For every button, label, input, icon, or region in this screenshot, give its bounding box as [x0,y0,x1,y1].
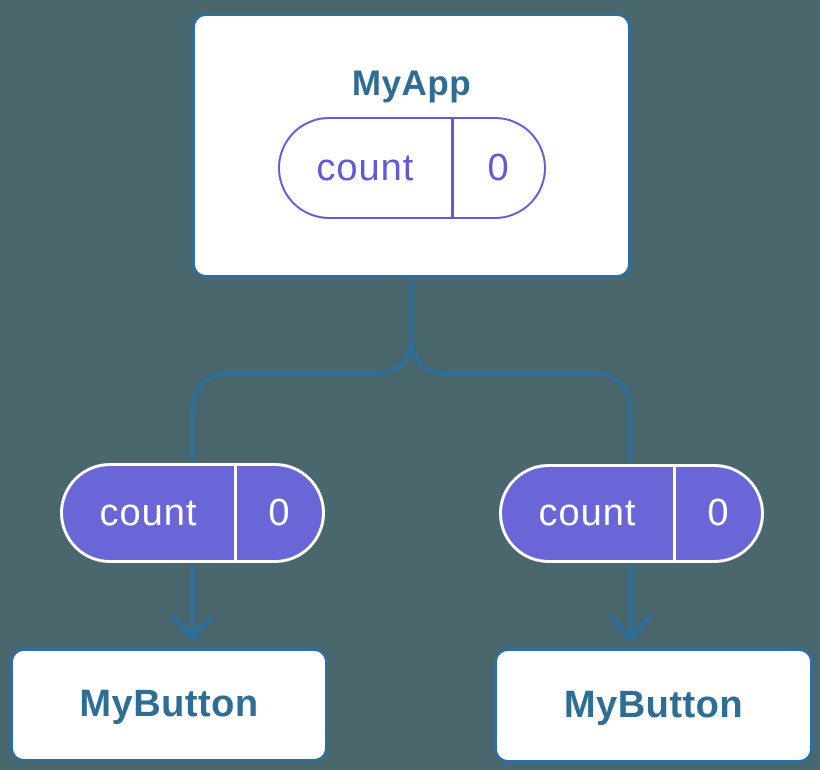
node-myapp-title: MyApp [351,64,472,103]
myapp-state-pill: count 0 [277,117,546,220]
prop-pill-right-label: count [538,492,637,534]
prop-pill-right-value: 0 [707,492,730,534]
arrow-left-head [171,614,214,641]
state-pill-value: 0 [487,146,510,189]
node-myapp: MyApp count 0 [192,13,631,278]
prop-pill-left-value: 0 [268,491,291,534]
prop-pill-right-divider [672,467,676,560]
connector-root-to-left-child [190,277,414,461]
connector-root-to-right-child [409,336,633,462]
node-mybutton-right: MyButton [494,648,813,763]
state-pill-label: count [316,146,415,189]
prop-pill-left: count 0 [60,463,325,563]
prop-pill-left-divider [233,466,237,560]
prop-pill-right: count 0 [499,464,764,563]
node-mybutton-left: MyButton [10,648,328,762]
node-mybutton-right-title: MyButton [563,683,744,726]
node-mybutton-left-title: MyButton [79,683,259,726]
state-pill-divider [451,119,454,218]
arrow-right-head [609,614,652,641]
prop-pill-left-label: count [99,491,198,534]
